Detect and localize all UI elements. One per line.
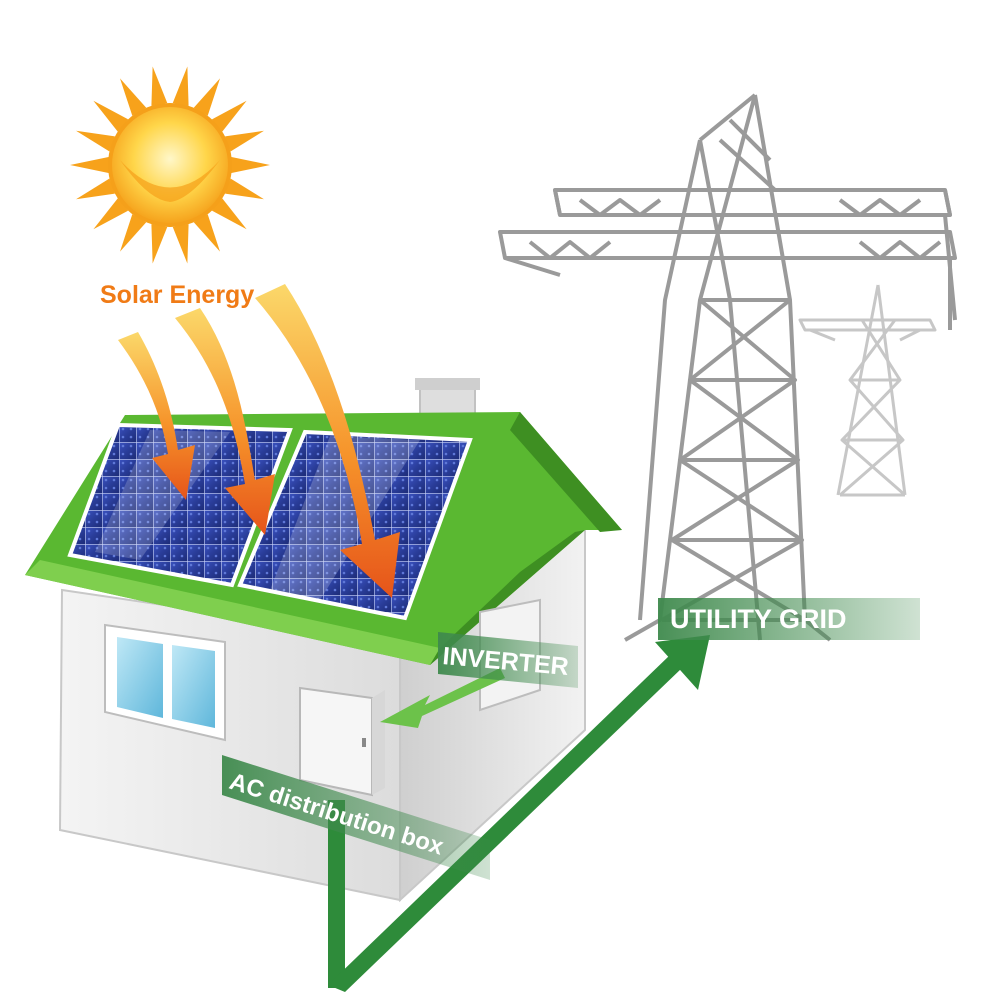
sun-ray <box>120 78 147 116</box>
sun-ray <box>211 100 247 132</box>
sun-ray <box>231 156 270 174</box>
sun-ray <box>93 198 129 230</box>
solar-panel-icon <box>67 422 473 621</box>
sun-energy-arrows <box>118 284 400 598</box>
sun-ray <box>76 130 115 152</box>
window <box>104 623 226 742</box>
solar-energy-label: Solar Energy <box>100 281 254 309</box>
sun-ray <box>76 178 115 200</box>
sun-ray <box>225 178 264 200</box>
sun-ray <box>70 156 109 174</box>
sun-ray <box>93 100 129 132</box>
sun-ray <box>151 66 168 106</box>
sun-ray <box>193 78 220 116</box>
sun-ray <box>172 66 189 106</box>
ac-distribution-box <box>299 686 385 797</box>
utility-grid-label: UTILITY GRID <box>670 604 847 634</box>
sun-ray <box>151 224 168 264</box>
transmission-tower-icon <box>498 93 957 642</box>
utility-grid-label-bg <box>658 598 920 640</box>
energy-flow-arrows <box>328 635 710 992</box>
sun-ray <box>193 214 220 252</box>
sun-ray <box>225 130 264 152</box>
inverter-label-bg <box>438 632 578 688</box>
sun-ray <box>172 224 189 264</box>
sun-icon <box>70 66 270 264</box>
sun-ray <box>120 214 147 252</box>
ac-box-label-bg <box>222 755 490 880</box>
sun-ray <box>211 198 247 230</box>
